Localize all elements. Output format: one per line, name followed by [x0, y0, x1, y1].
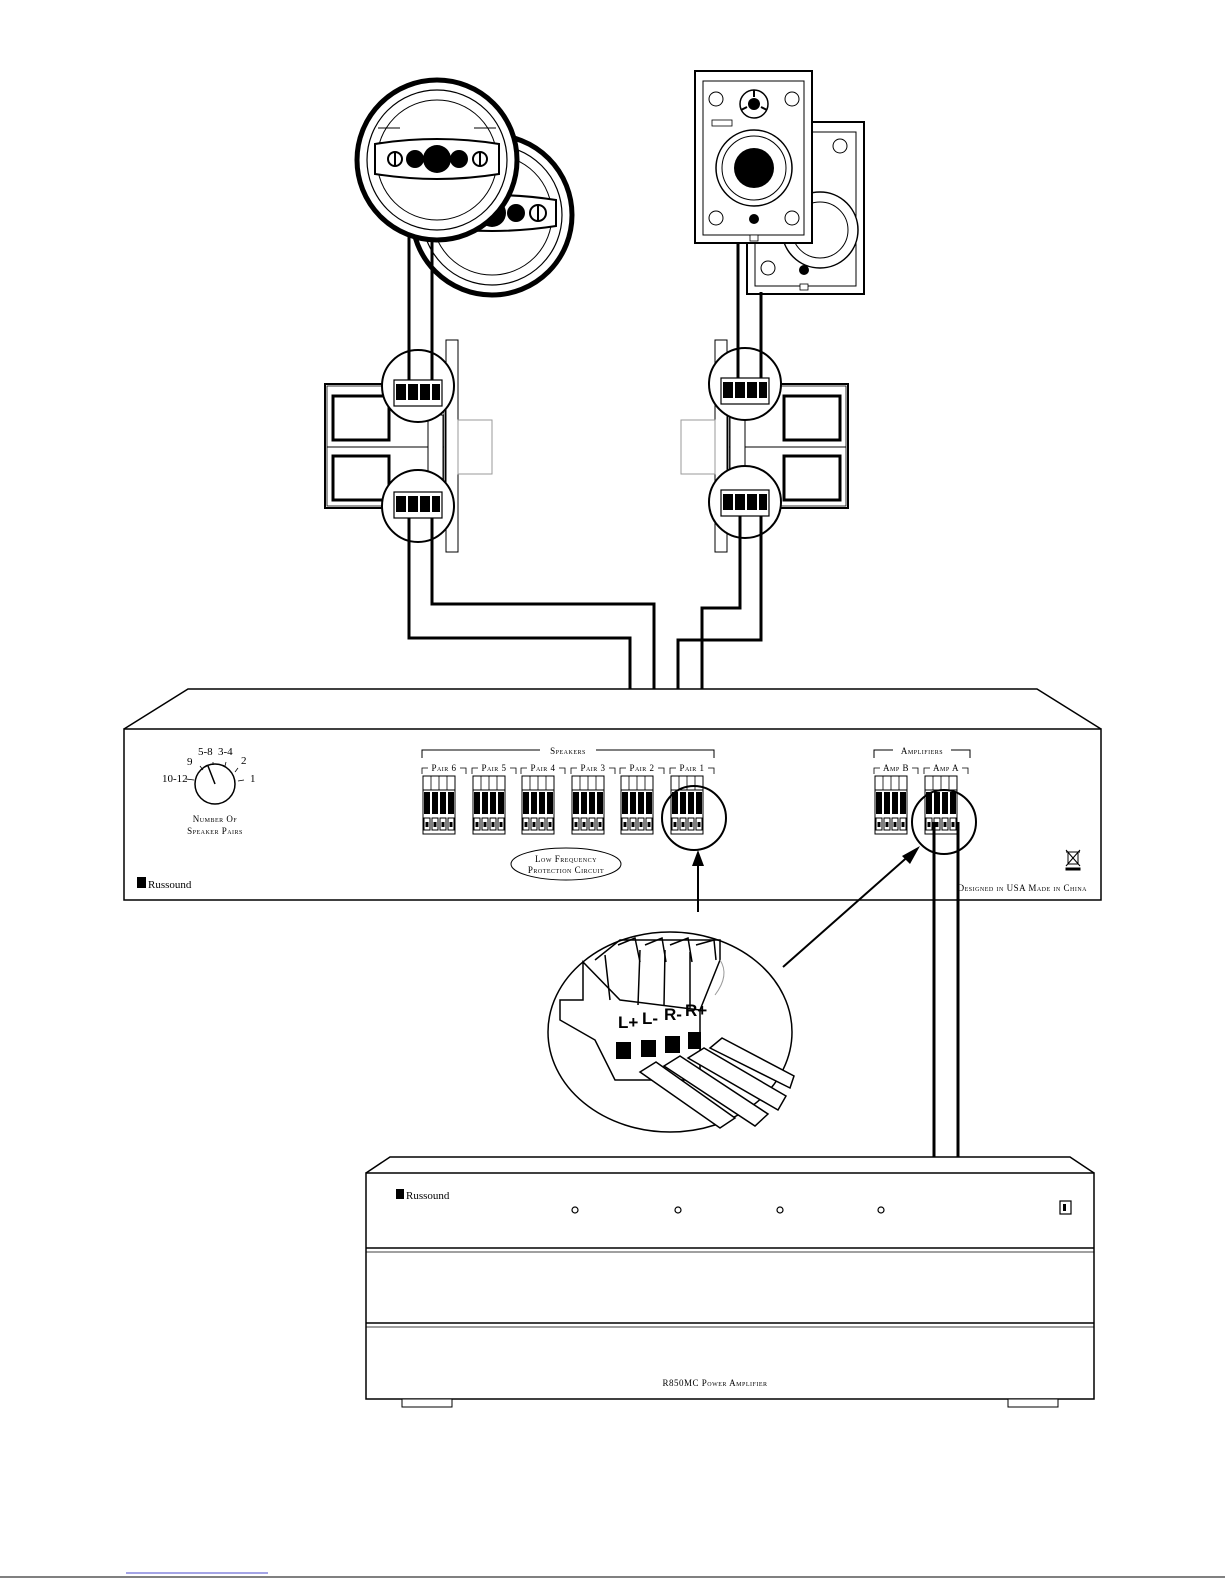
dial-label: 5-8 — [198, 746, 213, 758]
dial-caption-line2: Speaker Pairs — [187, 826, 243, 836]
terminal-label-r-minus: R- — [664, 1005, 682, 1024]
dial-label: 1 — [250, 773, 256, 785]
led-icon — [572, 1207, 578, 1213]
selector-brand: Russound — [148, 879, 192, 891]
inwall-speaker-front — [695, 71, 812, 243]
pair-label: Pair 3 — [580, 763, 605, 773]
terminal-label-l-plus: L+ — [618, 1013, 638, 1032]
terminal-label-l-minus: L- — [642, 1009, 658, 1028]
terminal-block[interactable] — [671, 776, 703, 834]
led-icon — [675, 1207, 681, 1213]
russound-logo-icon — [137, 877, 146, 888]
terminal-block[interactable] — [522, 776, 554, 834]
pair-label: Pair 6 — [431, 763, 456, 773]
terminal-label-r-plus: R+ — [685, 1001, 707, 1020]
right-wall-plate — [681, 340, 848, 552]
dial-label: 10-12 — [162, 773, 188, 785]
terminal-block[interactable] — [423, 776, 455, 834]
dial-label: 9 — [187, 756, 193, 768]
ceiling-speaker-front — [357, 80, 517, 240]
protection-line1: Low Frequency — [535, 854, 597, 864]
terminal-block[interactable] — [621, 776, 653, 834]
protection-circuit-badge — [511, 848, 621, 880]
pair-label: Pair 4 — [530, 763, 555, 773]
amp-label: Amp A — [933, 763, 959, 773]
terminal-block[interactable] — [473, 776, 505, 834]
pair-label: Pair 5 — [481, 763, 506, 773]
amp-brand: Russound — [406, 1190, 450, 1202]
terminal-block[interactable] — [572, 776, 604, 834]
dial-label: 2 — [241, 755, 247, 767]
pair-label: Pair 2 — [629, 763, 654, 773]
speaker-selector: 10-12 9 5-8 3-4 2 1 Number Of Speaker Pa… — [124, 689, 1101, 900]
amp-label: Amp B — [883, 763, 909, 773]
led-icon — [878, 1207, 884, 1213]
russound-logo-icon — [396, 1189, 404, 1199]
speakers-section-label: Speakers — [550, 746, 586, 756]
inwall-speakers — [695, 71, 864, 294]
terminal-block[interactable] — [875, 776, 907, 834]
ceiling-speakers — [357, 80, 572, 295]
protection-line2: Protection Circuit — [528, 865, 604, 875]
selector-footer: Designed in USA Made in China — [958, 883, 1088, 893]
amp-model: R850MC Power Amplifier — [662, 1378, 767, 1388]
dial-label: 3-4 — [218, 746, 233, 758]
power-amplifier: Russound R850MC Power Amplifier — [366, 1157, 1094, 1407]
amplifiers-section-label: Amplifiers — [901, 746, 943, 756]
terminal-block[interactable] — [925, 776, 957, 834]
led-icon — [777, 1207, 783, 1213]
pair-label: Pair 1 — [679, 763, 704, 773]
dial-caption-line1: Number Of — [193, 814, 238, 824]
